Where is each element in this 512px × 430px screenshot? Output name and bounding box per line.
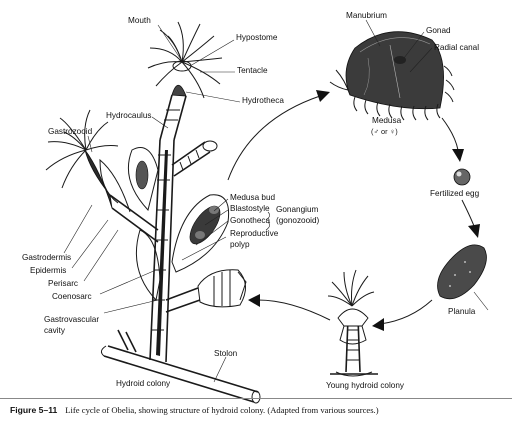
label-gastrovascular-line2: cavity: [44, 326, 66, 335]
label-gonangium: Gonangium: [276, 205, 319, 214]
label-gonad: Gonad: [426, 26, 451, 35]
label-tentacle: Tentacle: [237, 66, 268, 75]
label-medusa-bud: Medusa bud: [230, 193, 276, 202]
fertilized-egg-drawing: [453, 168, 471, 186]
young-hydroid-colony-drawing: [327, 269, 378, 377]
planula-drawing: [437, 244, 487, 300]
label-planula: Planula: [448, 307, 476, 316]
label-radial-canal: Radial canal: [434, 43, 479, 52]
leader-lines: [63, 19, 489, 383]
label-hydrocaulus: Hydrocaulus: [106, 111, 152, 120]
label-coenosarc: Coenosarc: [52, 292, 92, 301]
label-mouth: Mouth: [128, 16, 151, 25]
figure-number: Figure 5–11: [10, 405, 58, 415]
label-young-hydroid-colony: Young hydroid colony: [326, 381, 405, 390]
label-hydroid-colony: Hydroid colony: [116, 379, 171, 388]
label-gonotheca: Gonotheca: [230, 216, 271, 225]
label-gonozooid: (gonozooid): [276, 216, 320, 225]
label-medusa: Medusa: [372, 116, 402, 125]
label-hydrotheca: Hydrotheca: [242, 96, 284, 105]
label-gastrovascular-line1: Gastrovascular: [44, 315, 99, 324]
label-reproductive-polyp-line2: polyp: [230, 240, 250, 249]
label-reproductive-polyp-line1: Reproductive: [230, 229, 279, 238]
label-manubrium: Manubrium: [346, 11, 387, 20]
label-stolon: Stolon: [214, 349, 238, 358]
label-gastrodermis: Gastrodermis: [22, 253, 71, 262]
medusa-drawing: [329, 31, 455, 121]
label-medusa-sex: (♂ or ♀): [371, 127, 398, 136]
label-fertilized-egg: Fertilized egg: [430, 189, 480, 198]
caption-text: Life cycle of Obelia, showing structure …: [65, 405, 379, 415]
diagram-labels: Mouth Hypostome Tentacle Hydrotheca Hydr…: [22, 11, 480, 390]
label-epidermis: Epidermis: [30, 266, 66, 275]
figure-caption: Figure 5–11 Life cycle of Obelia, showing…: [10, 405, 505, 415]
hydroid-colony-drawing: [45, 21, 261, 404]
label-blastostyle: Blastostyle: [230, 204, 270, 213]
label-gastrozooid: Gastrozooid: [48, 127, 93, 136]
label-hypostome: Hypostome: [236, 33, 278, 42]
label-perisarc: Perisarc: [48, 279, 78, 288]
caption-divider: [0, 398, 512, 399]
life-cycle-arrows: [227, 90, 480, 331]
